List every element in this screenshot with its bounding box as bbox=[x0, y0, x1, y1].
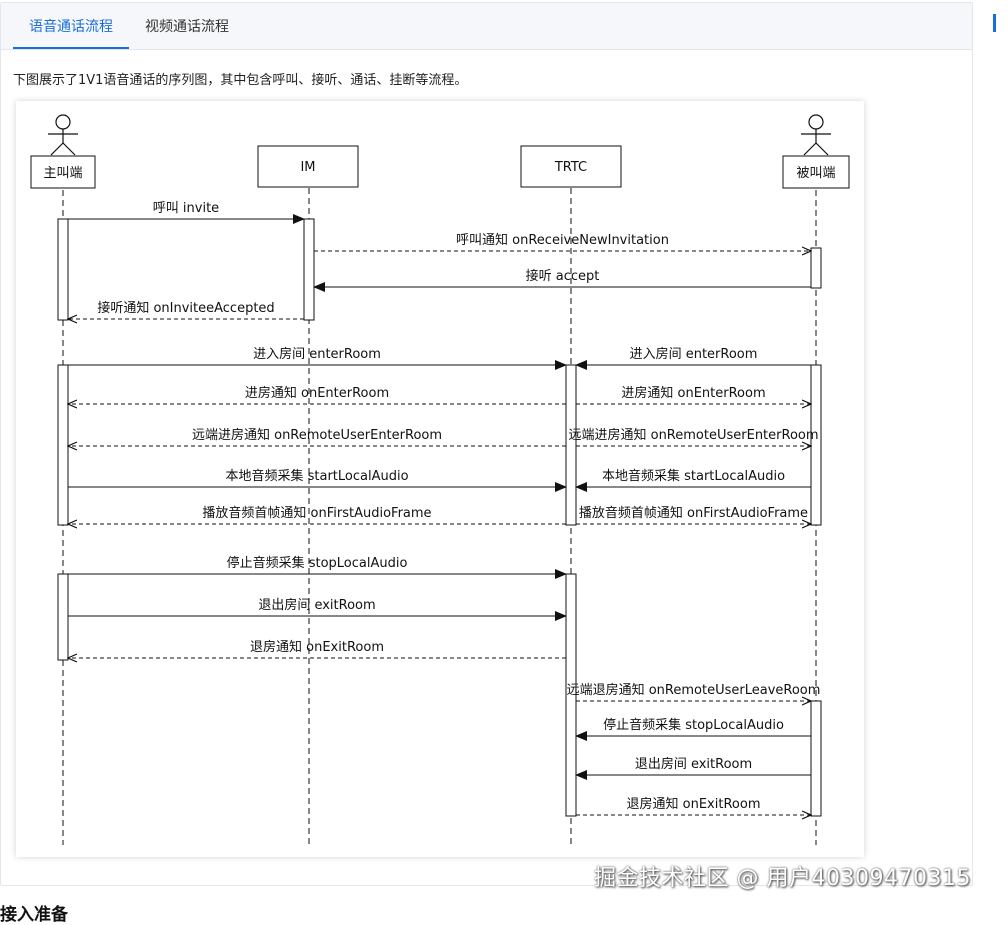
message-label-1: 呼叫通知 onReceiveNewInvitation bbox=[456, 232, 669, 248]
actor-callee-icon bbox=[801, 114, 831, 156]
activation-callee-2 bbox=[810, 364, 822, 526]
message-label-15: 退出房间 exitRoom bbox=[258, 597, 375, 613]
message-label-17: 远端退房通知 onRemoteUserLeaveRoom bbox=[567, 682, 821, 698]
participant-caller: 主叫端 bbox=[30, 155, 96, 189]
message-label-3: 接听通知 onInviteeAccepted bbox=[97, 300, 274, 316]
active-tab-indicator bbox=[13, 47, 129, 49]
right-panel-edge bbox=[992, 0, 1008, 914]
activation-trtc-3 bbox=[565, 573, 577, 817]
message-label-8: 远端进房通知 onRemoteUserEnterRoom bbox=[192, 427, 442, 443]
activation-caller-2 bbox=[57, 364, 69, 526]
message-label-14: 停止音频采集 stopLocalAudio bbox=[227, 555, 408, 571]
message-label-7: 进房通知 onEnterRoom bbox=[621, 385, 765, 401]
next-section-heading: 接入准备 bbox=[0, 905, 68, 925]
message-label-2: 接听 accept bbox=[526, 268, 600, 284]
tab-bar: 语音通话流程 视频通话流程 bbox=[1, 3, 972, 50]
message-label-6: 进房通知 onEnterRoom bbox=[245, 385, 389, 401]
sequence-diagram-frame bbox=[16, 101, 864, 857]
right-panel-accent bbox=[993, 14, 996, 32]
message-label-19: 退出房间 exitRoom bbox=[635, 756, 752, 772]
participant-callee: 被叫端 bbox=[782, 155, 850, 189]
activation-trtc-2 bbox=[565, 364, 577, 526]
tab-voice-call-flow[interactable]: 语音通话流程 bbox=[29, 19, 113, 35]
message-label-18: 停止音频采集 stopLocalAudio bbox=[603, 717, 784, 733]
message-label-4: 进入房间 enterRoom bbox=[253, 346, 381, 362]
message-label-12: 播放音频首帧通知 onFirstAudioFrame bbox=[202, 505, 431, 521]
participant-caller-label: 主叫端 bbox=[43, 166, 82, 181]
activation-caller-3 bbox=[57, 573, 69, 661]
participant-im: IM bbox=[257, 145, 359, 188]
participant-trtc: TRTC bbox=[520, 145, 622, 188]
activation-caller-1 bbox=[57, 218, 69, 321]
message-label-16: 退房通知 onExitRoom bbox=[250, 639, 384, 655]
message-label-11: 本地音频采集 startLocalAudio bbox=[602, 468, 785, 484]
message-label-10: 本地音频采集 startLocalAudio bbox=[225, 468, 408, 484]
participant-im-label: IM bbox=[300, 160, 315, 175]
message-group: 呼叫 invite 呼叫通知 onReceiveNewInvitation 接听 a… bbox=[68, 201, 820, 815]
participant-callee-label: 被叫端 bbox=[796, 166, 835, 181]
message-label-5: 进入房间 enterRoom bbox=[630, 346, 758, 362]
watermark-text: 掘金技术社区 @ 用户40309470315 bbox=[594, 866, 971, 891]
message-label-13: 播放音频首帧通知 onFirstAudioFrame bbox=[579, 505, 808, 521]
message-label-0: 呼叫 invite bbox=[153, 201, 219, 216]
tab-video-call-flow[interactable]: 视频通话流程 bbox=[145, 19, 229, 35]
activation-callee-3 bbox=[810, 700, 822, 817]
actor-caller-icon bbox=[48, 114, 78, 156]
message-label-20: 退房通知 onExitRoom bbox=[627, 796, 761, 812]
intro-text: 下图展示了1V1语音通话的序列图，其中包含呼叫、接听、通话、挂断等流程。 bbox=[13, 73, 468, 88]
participant-trtc-label: TRTC bbox=[554, 160, 587, 175]
activation-callee-1 bbox=[810, 247, 822, 289]
message-label-9: 远端进房通知 onRemoteUserEnterRoom bbox=[568, 427, 818, 443]
activation-im-1 bbox=[303, 218, 315, 321]
